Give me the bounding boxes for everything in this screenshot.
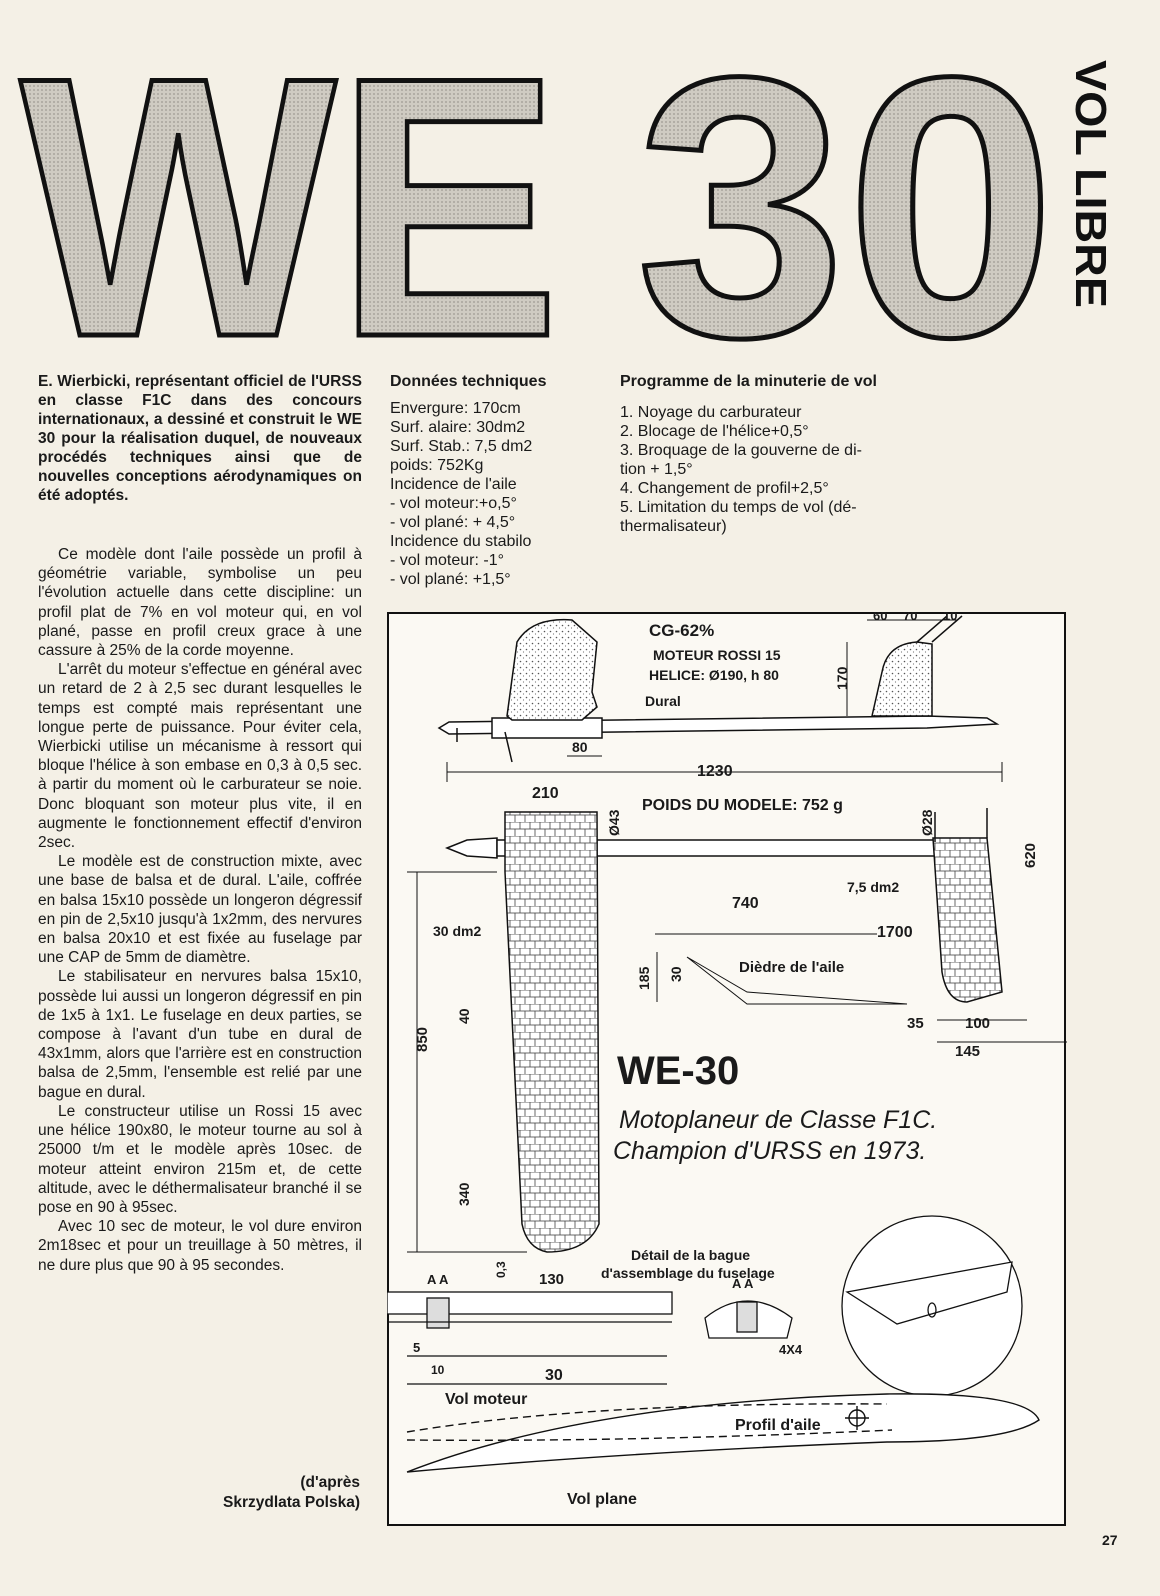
article-paragraph: Ce modèle dont l'aile possède un profil …: [38, 546, 362, 660]
article-paragraph: Le modèle est de construction mixte, ave…: [38, 853, 362, 967]
big-title-30: 30: [636, 1, 1056, 360]
program-item: tion + 1,5°: [620, 461, 693, 478]
program-item: 5. Limitation du temps de vol (dé-: [620, 499, 857, 516]
model-name: WE-30: [617, 1049, 739, 1093]
propeller-label: HELICE: Ø190, h 80: [649, 667, 779, 683]
dim-145: 145: [955, 1043, 980, 1060]
model-subtitle: Champion d'URSS en 1973.: [613, 1137, 926, 1165]
tech-line: Incidence du stabilo: [390, 533, 532, 550]
dim-340: 340: [456, 1182, 472, 1206]
dim-1230: 1230: [697, 763, 733, 780]
article-paragraph: Le constructeur utilise un Rossi 15 avec…: [38, 1102, 362, 1216]
powered-label: Vol moteur: [445, 1391, 527, 1408]
dim-28: Ø28: [919, 809, 935, 836]
top-view-dimensions: [407, 871, 1067, 1253]
ring-detail-label: Détail de la bague: [631, 1247, 750, 1263]
profile-label: Profil d'aile: [735, 1417, 821, 1434]
dim-4x4: 4X4: [779, 1342, 803, 1357]
technical-drawing: CG-62% MOTEUR ROSSI 15 HELICE: Ø190, h 8…: [387, 612, 1067, 1526]
program-item: 3. Broquage de la gouverne de di-: [620, 442, 862, 459]
dural-label: Dural: [645, 693, 681, 709]
cg-label: CG-62%: [649, 621, 714, 640]
model-subtitle: Motoplaneur de Classe F1C.: [619, 1106, 937, 1134]
dim-80: 80: [572, 739, 588, 755]
engine-label: MOTEUR ROSSI 15: [653, 647, 781, 663]
article-credit: (d'après Skrzydlata Polska): [160, 1473, 360, 1513]
tech-line: Incidence de l'aile: [390, 476, 517, 493]
credit-line: Skrzydlata Polska): [223, 1494, 360, 1511]
tech-line: poids: 752Kg: [390, 457, 484, 474]
dihedral-label: Dièdre de l'aile: [739, 959, 844, 976]
timer-program: Programme de la minuterie de vol 1. Noya…: [620, 372, 950, 536]
weight-label: POIDS DU MODELE: 752 g: [642, 797, 843, 814]
section-label: VOL LIBRE: [1066, 60, 1115, 308]
wing-profile: [406, 1393, 1040, 1473]
dim-210: 210: [532, 785, 559, 802]
tech-heading: Données techniques: [390, 373, 547, 390]
vol-libre-label: VOL LIBRE: [1066, 60, 1115, 308]
stab-area: 7,5 dm2: [847, 879, 899, 895]
side-view-dimensions: [446, 619, 1003, 782]
program-item: 4. Changement de profil+2,5°: [620, 480, 829, 497]
tech-line: Envergure: 170cm: [390, 400, 521, 417]
dim-1700: 1700: [877, 924, 913, 941]
dim-35: 35: [907, 1015, 924, 1032]
dim-740: 740: [732, 895, 759, 912]
program-heading: Programme de la minuterie de vol: [620, 373, 877, 390]
article-intro: E. Wierbicki, représentant officiel de l…: [38, 373, 362, 504]
wing-area: 30 dm2: [433, 923, 481, 939]
dim-100: 100: [965, 1015, 990, 1032]
dim-130: 130: [539, 1271, 564, 1288]
tech-data: Données techniques Envergure: 170cm Surf…: [390, 372, 600, 589]
program-item: thermalisateur): [620, 518, 727, 535]
section-mark: A A: [732, 1276, 754, 1291]
side-view: [437, 615, 1000, 763]
title-graphic: WE 30: [18, 0, 1059, 360]
top-view: [444, 808, 1003, 1253]
tech-line: Surf. alaire: 30dm2: [390, 419, 526, 436]
dim-5: 5: [413, 1340, 420, 1355]
tech-line: - vol moteur:+o,5°: [390, 495, 517, 512]
dim-60: 60: [873, 612, 887, 623]
dim-10b: 10: [431, 1363, 445, 1377]
tech-line: - vol plané: +1,5°: [390, 571, 511, 588]
article-body: Ce modèle dont l'aile possède un profil …: [38, 545, 362, 1275]
dim-170: 170: [834, 666, 850, 690]
article-paragraph: Le stabilisateur en nervures balsa 15x10…: [38, 968, 362, 1101]
dim-0-3: 0,3: [494, 1261, 508, 1278]
article-paragraph: Avec 10 sec de moteur, le vol dure envir…: [38, 1218, 362, 1274]
section-mark: A A: [427, 1272, 449, 1287]
dim-40: 40: [456, 1008, 472, 1024]
ring-detail: [387, 1215, 1023, 1397]
glide-label: Vol plane: [567, 1491, 637, 1508]
tech-line: Surf. Stab.: 7,5 dm2: [390, 438, 533, 455]
dim-620: 620: [1022, 843, 1039, 868]
dim-850: 850: [414, 1027, 431, 1052]
dim-43: Ø43: [606, 809, 622, 836]
dim-30b: 30: [545, 1367, 563, 1384]
program-item: 1. Noyage du carburateur: [620, 404, 802, 421]
program-item: 2. Blocage de l'hélice+0,5°: [620, 423, 809, 440]
ring-detail-label: d'assemblage du fuselage: [601, 1265, 775, 1281]
dim-10: 10: [943, 612, 957, 623]
credit-line: (d'après: [300, 1474, 360, 1491]
tech-line: - vol plané: + 4,5°: [390, 514, 516, 531]
article-paragraph: L'arrêt du moteur s'effectue en général …: [38, 661, 362, 852]
dim-185: 185: [636, 966, 652, 990]
big-title-we: WE: [20, 1, 560, 360]
tech-line: - vol moteur: -1°: [390, 552, 504, 569]
dim-70: 70: [903, 612, 917, 623]
page-number: 27: [1102, 1532, 1118, 1548]
dim-30: 30: [668, 966, 684, 982]
